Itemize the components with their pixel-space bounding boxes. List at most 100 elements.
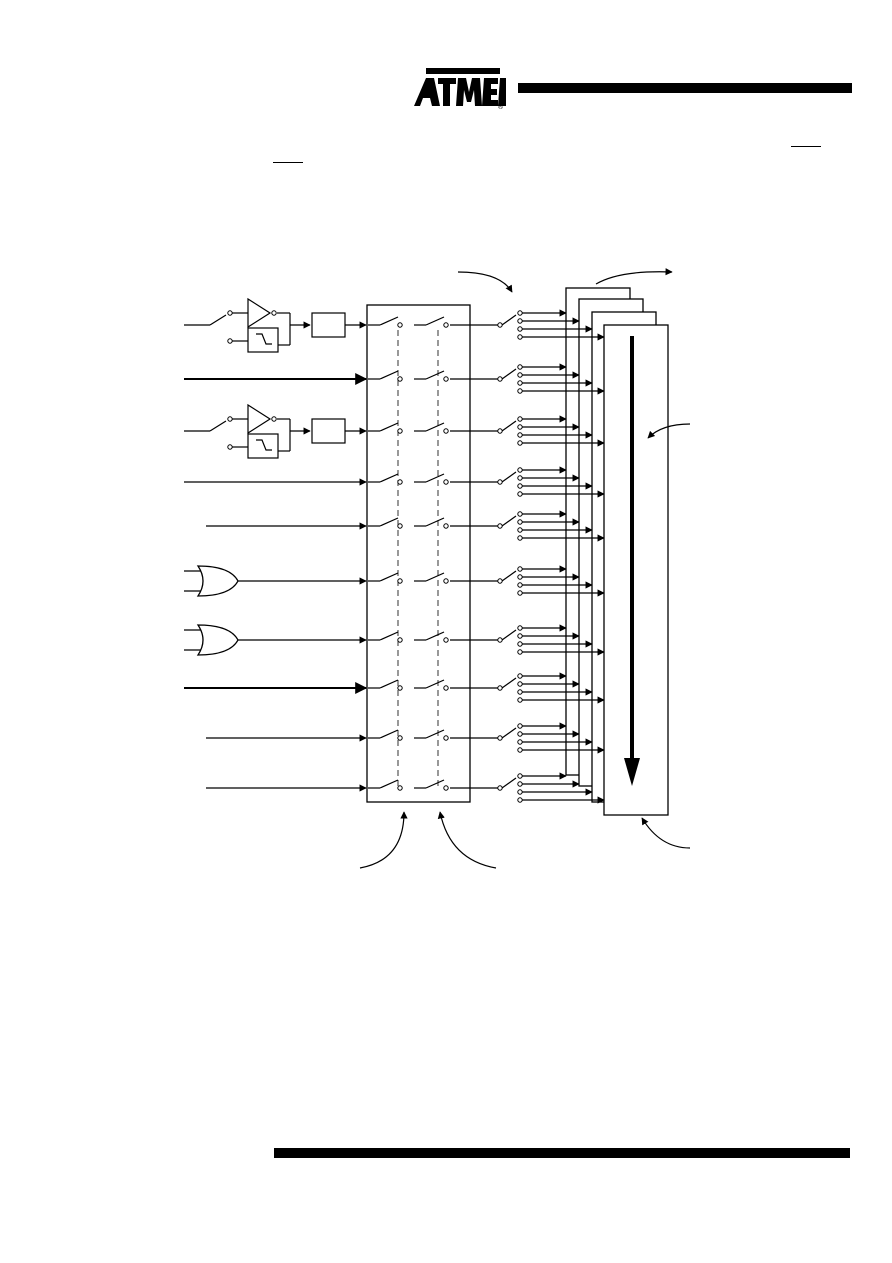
contact-dot: [443, 785, 449, 791]
channel-4-selector-blade: [501, 471, 517, 483]
channel-1-selector-blade: [501, 314, 517, 326]
contact-dot: [517, 475, 523, 481]
contact-dot: [517, 625, 523, 631]
contact-dot: [517, 364, 523, 370]
callout-arrow: [437, 811, 497, 869]
contact-dot: [397, 785, 403, 791]
contact-dot: [397, 523, 403, 529]
channel-3-edge-detector: [247, 433, 279, 459]
channel-10-switch-a-blade: [379, 779, 399, 789]
channel-3-sync-block: [311, 418, 346, 444]
contact-dot: [517, 467, 523, 473]
contact-dot: [517, 424, 523, 430]
channel-3-edge-icon: [256, 439, 272, 451]
contact-dot: [517, 641, 523, 647]
contact-dot: [517, 527, 523, 533]
channel-2-switch-b-blade: [425, 370, 445, 380]
contact-dot: [517, 432, 523, 438]
contact-dot: [397, 685, 403, 691]
contact-dot: [517, 731, 523, 737]
contact-dot: [517, 535, 523, 541]
panel-4: [603, 324, 669, 816]
contact-dot: [397, 322, 403, 328]
channel-6-switch-b-blade: [425, 572, 445, 582]
channel-6-or-gate: [196, 565, 239, 597]
contact-dot: [517, 416, 523, 422]
contact-dot: [397, 428, 403, 434]
channel-3-inverter: [247, 403, 272, 435]
contact-dot: [397, 735, 403, 741]
contact-dot: [497, 735, 503, 741]
channel-5-switch-b-blade: [425, 517, 445, 527]
contact-dot: [517, 566, 523, 572]
contact-dot: [517, 797, 523, 803]
contact-dot: [443, 479, 449, 485]
channel-10-selector-blade: [501, 777, 517, 789]
contact-dot: [517, 723, 523, 729]
mux-block: [366, 304, 471, 803]
contact-dot: [517, 388, 523, 394]
contact-dot: [443, 685, 449, 691]
contact-dot: [517, 582, 523, 588]
callout-arrow: [457, 271, 513, 293]
contact-dot: [227, 310, 233, 316]
contact-dot: [517, 697, 523, 703]
contact-dot: [517, 511, 523, 517]
contact-dot: [443, 578, 449, 584]
contact-dot: [517, 491, 523, 497]
channel-4-switch-a-blade: [379, 473, 399, 483]
channel-1-inverter: [247, 297, 272, 329]
channel-5-switch-a-blade: [379, 517, 399, 527]
contact-dot: [517, 633, 523, 639]
contact-dot: [443, 735, 449, 741]
channel-1-input-switch: [209, 314, 227, 326]
channel-1-switch-a-blade: [379, 316, 399, 326]
contact-dot: [517, 334, 523, 340]
channel-7-switch-a-blade: [379, 631, 399, 641]
contact-dot: [517, 590, 523, 596]
contact-dot: [517, 747, 523, 753]
callout-arrow: [641, 817, 691, 849]
contact-dot: [517, 310, 523, 316]
channel-3-switch-b-blade: [425, 422, 445, 432]
contact-dot: [443, 428, 449, 434]
contact-dot: [497, 479, 503, 485]
contact-dot: [517, 318, 523, 324]
contact-dot: [397, 376, 403, 382]
channel-1-edge-icon: [256, 333, 272, 345]
channel-2-selector-blade: [501, 368, 517, 380]
contact-dot: [443, 523, 449, 529]
contact-dot: [517, 789, 523, 795]
channel-3-selector-blade: [501, 420, 517, 432]
atmel-logo: ®: [414, 68, 506, 110]
header-rule: [518, 83, 852, 93]
contact-dot: [517, 440, 523, 446]
contact-dot: [517, 483, 523, 489]
channel-1-sync-block: [311, 312, 346, 338]
channel-4-switch-b-blade: [425, 473, 445, 483]
callout-arrow: [359, 811, 408, 869]
contact-dot: [497, 376, 503, 382]
channel-8-selector-blade: [501, 677, 517, 689]
contact-dot: [397, 637, 403, 643]
channel-6-switch-a-blade: [379, 572, 399, 582]
channel-10-switch-b-blade: [425, 779, 445, 789]
text-overbar: [273, 162, 303, 163]
channel-9-selector-blade: [501, 727, 517, 739]
registered-mark: ®: [498, 103, 504, 110]
channel-3-switch-a-blade: [379, 422, 399, 432]
contact-dot: [397, 578, 403, 584]
contact-dot: [517, 689, 523, 695]
channel-1-edge-detector: [247, 327, 279, 353]
callout-arrow: [595, 268, 673, 285]
flow-arrow-head: [624, 758, 640, 786]
contact-dot: [497, 685, 503, 691]
contact-dot: [397, 479, 403, 485]
contact-dot: [517, 380, 523, 386]
text-overbar: [791, 146, 821, 147]
channel-2-switch-a-blade: [379, 370, 399, 380]
contact-dot: [497, 428, 503, 434]
channel-7-selector-blade: [501, 629, 517, 641]
channel-3-inverter-bubble: [271, 416, 277, 422]
